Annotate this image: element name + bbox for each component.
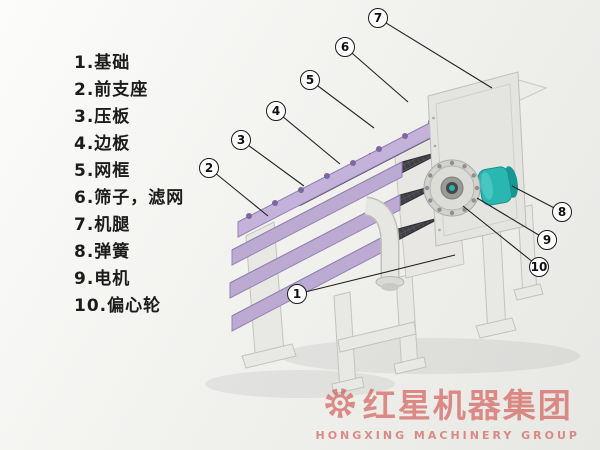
watermark-logo: 红星机器集团 HONGXING MACHINERY GROUP [308,379,589,442]
flange-bolts [424,160,480,216]
legend-item-5: 5.网框 [74,161,131,181]
leader-3 [240,139,305,187]
legend-item-3: 3.压板 [74,107,131,127]
machine-legs [241,204,544,395]
leader-2 [208,167,269,217]
callout-9-number: 9 [542,233,552,247]
parts-legend: 1.基础 2.前支座 3.压板 4.边板 5.网框 6.筛子，滤网 7.机腿 8… [74,54,184,324]
eccentric-wheel [423,159,481,217]
callout-2-number: 2 [204,161,214,175]
leader-7 [377,17,493,89]
leader-9 [476,197,548,241]
callout-4-number: 4 [271,104,281,118]
gear-logo-icon [324,388,355,418]
leader-4 [275,110,341,165]
callout-7-number: 7 [373,11,383,25]
leader-1 [296,254,456,295]
callout-10: 10 [529,257,549,277]
leader-5 [309,79,375,129]
callout-7: 7 [368,8,388,28]
callout-5-number: 5 [305,73,315,87]
callout-2: 2 [199,158,219,178]
motor [477,166,518,206]
callout-1: 1 [287,284,307,304]
callout-10-number: 10 [530,260,548,274]
leader-lines [208,17,563,295]
legend-item-4: 4.边板 [74,134,131,154]
legend-item-2: 2.前支座 [74,80,149,100]
callout-1-number: 1 [292,287,302,301]
callout-9: 9 [537,230,557,250]
callout-8: 8 [552,202,572,222]
legend-item-8: 8.弹簧 [74,242,131,262]
callout-3-number: 3 [236,133,246,147]
legend-item-7: 7.机腿 [74,215,131,235]
leader-10 [462,205,540,268]
legend-item-10: 10.偏心轮 [74,296,162,316]
legend-item-9: 9.电机 [74,269,131,289]
leader-6 [344,46,409,103]
elbow-pipe [363,196,405,291]
callout-5: 5 [300,70,320,90]
side-plate [427,71,527,247]
legend-item-1: 1.基础 [74,53,131,73]
watermark-title: 红星机器集团 [362,386,573,425]
watermark-subtitle: HONGXING MACHINERY GROUP [315,429,580,442]
callout-6-number: 6 [340,40,350,54]
callout-8-number: 8 [557,205,567,219]
legend-item-6: 6.筛子，滤网 [74,188,185,208]
callout-4: 4 [266,101,286,121]
callout-6: 6 [335,37,355,57]
callout-3: 3 [231,130,251,150]
